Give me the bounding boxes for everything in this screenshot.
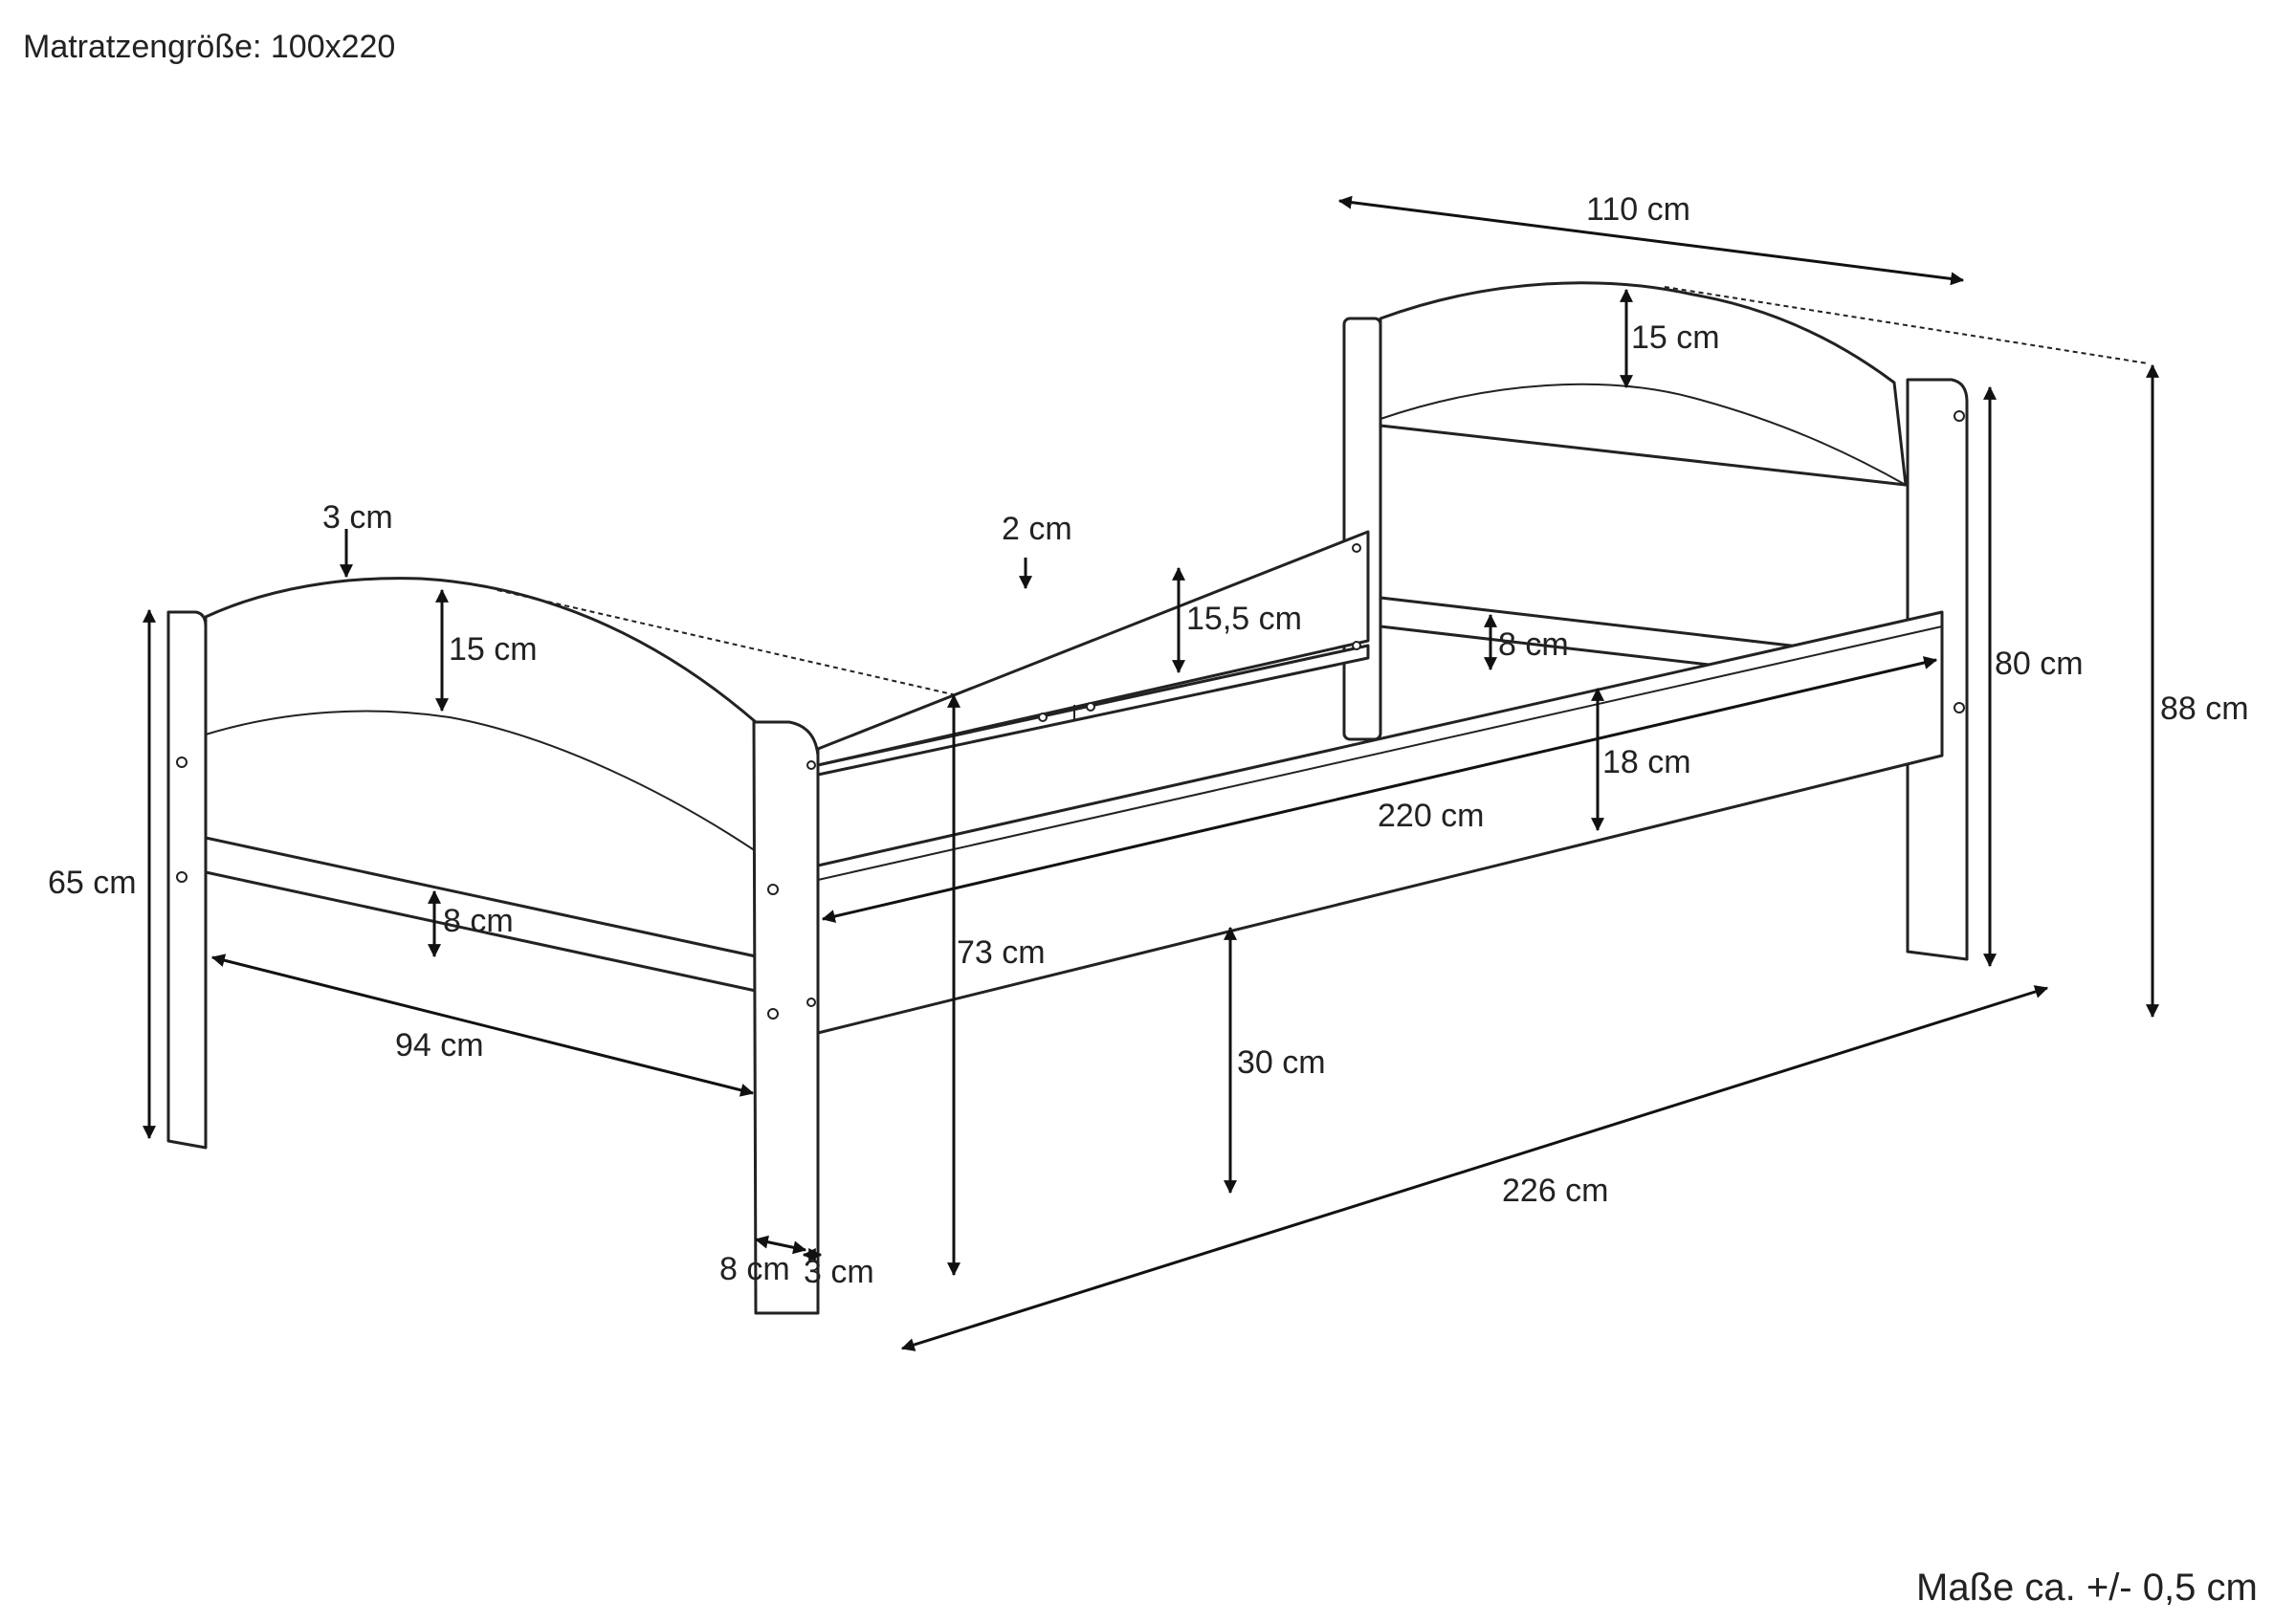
bolt <box>1038 713 1048 722</box>
headboard-panel-arch <box>1380 383 1907 486</box>
bolt <box>806 998 816 1007</box>
back-rail-height-label: 15,5 cm <box>1186 601 1302 637</box>
foot-arch-label: 15 cm <box>449 631 538 668</box>
dimension-arrows <box>143 195 2159 1351</box>
head-top-reference-line <box>1664 286 2149 364</box>
bolt <box>1352 543 1361 553</box>
outer-length-label: 226 cm <box>1502 1173 1609 1209</box>
head-total-height-label: 88 cm <box>2160 691 2249 727</box>
rail-height-total-label: 73 cm <box>957 934 1046 971</box>
bolt <box>767 1008 779 1020</box>
footboard <box>166 577 820 1315</box>
bolt <box>1954 702 1965 713</box>
bed-drawing <box>166 281 2149 1315</box>
bolt <box>767 884 779 895</box>
foot-height-label: 65 cm <box>48 865 137 901</box>
head-inner-height-label: 80 cm <box>1995 646 2084 682</box>
footboard-right-post <box>752 720 820 1315</box>
head-crossbar-label: 8 cm <box>1498 626 1569 663</box>
footboard-panel-arch <box>205 710 757 852</box>
leg-width-label: 8 cm <box>719 1251 790 1287</box>
tolerance-note: Maße ca. +/- 0,5 cm <box>1916 1567 2258 1609</box>
back-rail-board <box>816 530 1370 767</box>
bolt <box>176 871 188 883</box>
headboard-left-post <box>1342 317 1382 741</box>
foot-top-reference-line <box>497 589 958 696</box>
headboard-width-label: 110 cm <box>1586 191 1690 228</box>
inner-length-label: 220 cm <box>1378 798 1485 834</box>
back-rail-thickness-label: 2 cm <box>1002 511 1072 547</box>
side-rail-height-label: 18 cm <box>1602 744 1691 780</box>
foot-crossbar-label: 8 cm <box>443 903 514 939</box>
clearance-label: 30 cm <box>1237 1044 1326 1081</box>
inner-length-arrow <box>821 656 1938 923</box>
head-arch-label: 15 cm <box>1631 319 1720 356</box>
foot-top-thickness-label: 3 cm <box>322 499 393 536</box>
outer-length-arrow <box>900 985 2049 1351</box>
leg-depth-label: 3 cm <box>804 1254 874 1290</box>
bolt <box>176 757 188 768</box>
footboard-panel <box>204 577 758 958</box>
mattress-size-label: Matratzengröße: 100x220 <box>23 29 395 65</box>
headboard-panel <box>1379 281 1908 487</box>
leg-width-arrow <box>754 1235 807 1255</box>
bolt <box>1954 410 1965 422</box>
footboard-left-post <box>166 610 208 1150</box>
dimension-labels: Matratzengröße: 100x220 110 cm 15 cm 80 … <box>23 29 2258 1609</box>
bolt <box>806 760 816 770</box>
back-side-rail <box>816 530 1370 777</box>
foot-inner-width-arrow <box>210 954 755 1097</box>
bolt <box>1086 702 1095 712</box>
bolt <box>1352 641 1361 650</box>
foot-inner-width-label: 94 cm <box>395 1027 484 1064</box>
headboard-width-arrow <box>1337 195 1965 286</box>
